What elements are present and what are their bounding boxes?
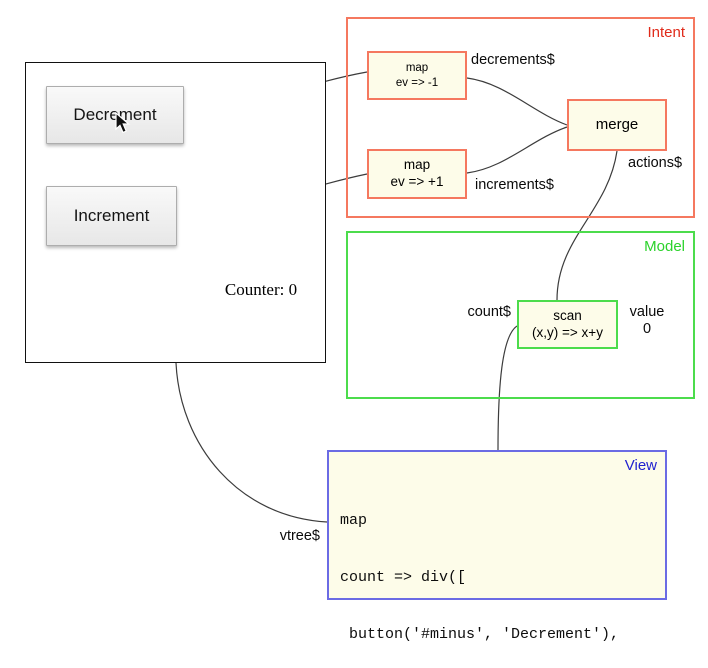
map-increment-node: map ev => +1 [367, 149, 467, 199]
code-line: map [340, 512, 368, 529]
decrements-stream-label: decrements$ [471, 52, 555, 68]
actions-stream-label: actions$ [628, 155, 683, 171]
wire-scan-to-view [497, 325, 518, 451]
scan-node: scan (x,y) => x+y [517, 300, 618, 349]
wire-view-to-app [175, 362, 328, 523]
mouse-cursor-icon [115, 112, 131, 134]
code-line: count => div([ [340, 569, 467, 586]
increment-button[interactable]: Increment [46, 186, 177, 246]
code-line: button('#minus', 'Decrement'), [340, 626, 620, 643]
map-decrement-fn: ev => -1 [395, 76, 439, 89]
increments-stream-label: increments$ [475, 177, 554, 193]
map-decrement-op: map [405, 62, 429, 75]
merge-node: merge [567, 99, 667, 151]
scan-op: scan [553, 307, 582, 323]
intent-title: Intent [647, 24, 685, 41]
app-preview-panel: Decrement Increment Counter: 0 [25, 62, 326, 363]
scan-fn: (x,y) => x+y [532, 324, 603, 340]
model-frame: Model [346, 231, 695, 399]
view-code-block: map count => div([ button('#minus', 'Dec… [340, 473, 655, 668]
map-decrement-node: map ev => -1 [367, 51, 467, 100]
wire-merge-to-scan [556, 150, 618, 301]
model-title: Model [644, 238, 685, 255]
vtree-stream-label: vtree$ [279, 528, 320, 544]
counter-text: Counter: 0 [224, 280, 298, 299]
map-increment-fn: ev => +1 [390, 174, 444, 189]
view-title: View [624, 457, 657, 474]
wire-map2-to-merge [466, 126, 568, 174]
decrement-button[interactable]: Decrement [46, 86, 184, 144]
intent-frame: Intent [346, 17, 695, 218]
value-number: 0 [642, 321, 652, 337]
map-increment-op: map [403, 157, 431, 173]
wire-map1-to-merge [466, 77, 568, 126]
count-stream-label: count$ [467, 304, 511, 320]
value-label: value [629, 304, 665, 320]
view-frame: View map count => div([ button('#minus',… [327, 450, 667, 643]
